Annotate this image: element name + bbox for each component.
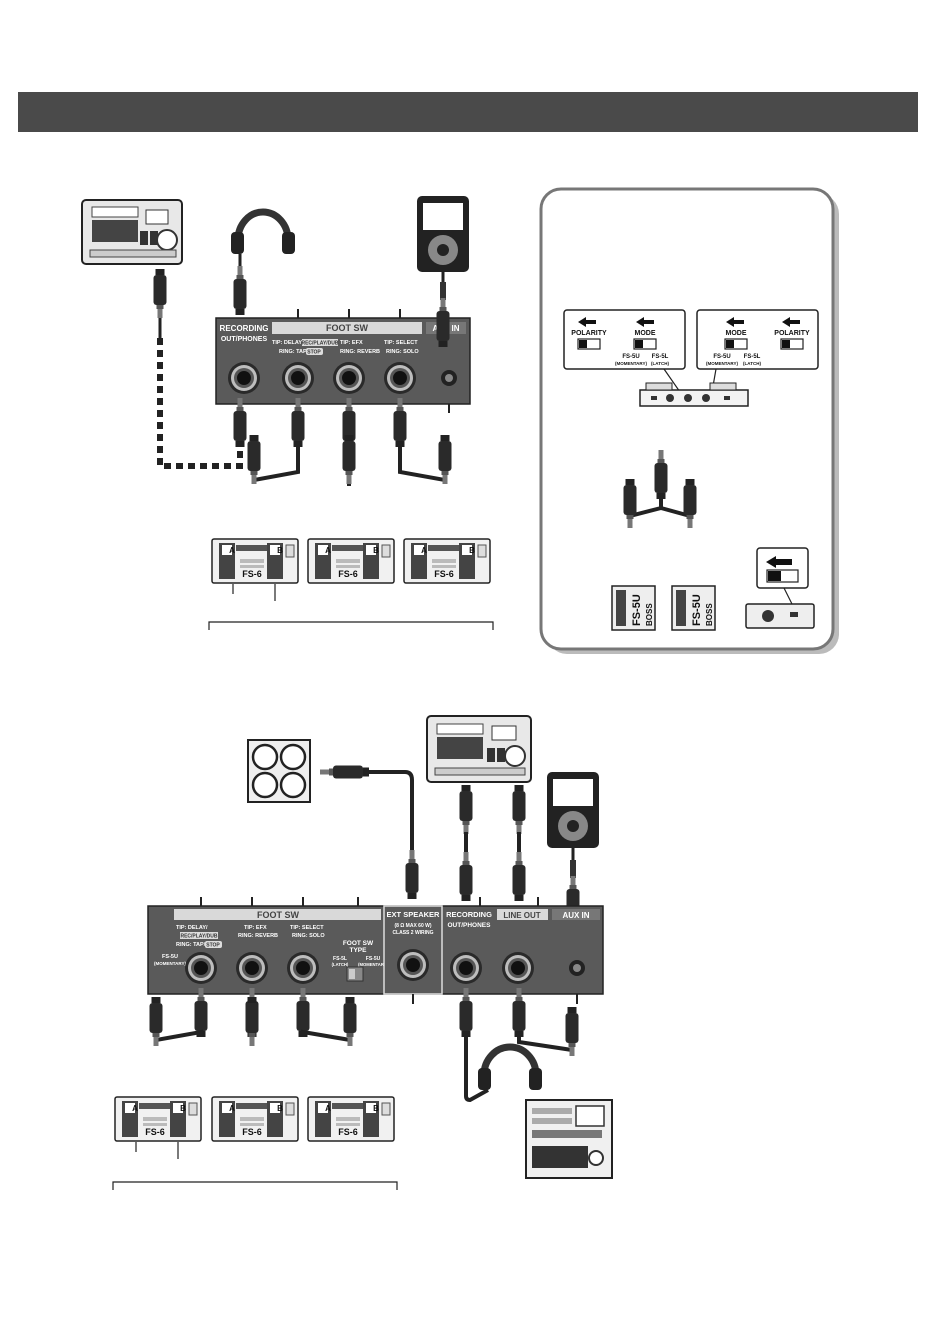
fs5u-sub-2: (MOMENTARY) bbox=[706, 361, 738, 366]
boss-logo-text: BOSS bbox=[645, 603, 654, 626]
headphones-icon bbox=[231, 208, 295, 254]
polarity-label-2: POLARITY bbox=[774, 330, 810, 337]
select-ring-label-b: RING: SOLO bbox=[292, 933, 325, 939]
delay-ring-box-b: STOP bbox=[206, 943, 220, 949]
bracket-top bbox=[208, 621, 494, 630]
fs6-model-label: FS-6 bbox=[242, 1127, 262, 1137]
ext-speaker-label: EXT SPEAKER bbox=[387, 910, 441, 919]
recorder-device-icon-bottom bbox=[426, 715, 532, 783]
fs5u-pedal-label: FS-5U bbox=[631, 594, 643, 626]
recorder-device-icon bbox=[81, 199, 183, 265]
foot-sw-type-1: FOOT SW bbox=[343, 940, 374, 947]
boss-logo-text: BOSS bbox=[705, 603, 714, 626]
fs6-model-label: FS-6 bbox=[338, 1127, 358, 1137]
media-player-icon-bottom bbox=[547, 772, 599, 848]
fs6-b-label: B bbox=[277, 546, 283, 555]
fs5u-label-1: FS-5U bbox=[622, 354, 639, 360]
fs6-model-label: FS-6 bbox=[242, 569, 262, 579]
fs5u-pedal-1: FS-5U BOSS bbox=[611, 585, 656, 631]
select-tip-label: TIP: SELECT bbox=[384, 340, 418, 346]
mode-label-1: MODE bbox=[635, 330, 656, 337]
fs5u-sub-b: (MOMENTARY) bbox=[154, 961, 186, 966]
fs6-b-label: B bbox=[180, 1104, 186, 1113]
recording-out-sub-bottom: OUT/PHONES bbox=[448, 922, 492, 929]
fs5l-sub-1: (LATCH) bbox=[651, 361, 669, 366]
fs5u-pedal-2: FS-5U BOSS bbox=[671, 585, 716, 631]
bottom-amp-panel: FOOT SW TIP: DELAY/ REC/PLAY/DUB RING: T… bbox=[147, 905, 604, 995]
fs5l-label-2: FS-5L bbox=[744, 354, 761, 360]
recording-out-label-top: RECORDING bbox=[220, 324, 269, 333]
delay-ring-label: RING: TAP/ bbox=[279, 349, 309, 355]
fs6-model-label: FS-6 bbox=[434, 569, 454, 579]
aux-in-label-bottom: AUX IN bbox=[562, 911, 589, 920]
fs6-a-label: A bbox=[325, 1104, 331, 1113]
mode-label-2: MODE bbox=[726, 330, 747, 337]
fs5l-label-1: FS-5L bbox=[652, 354, 669, 360]
headphones-icon-bottom bbox=[478, 1043, 542, 1090]
foot-sw-label-top: FOOT SW bbox=[326, 323, 368, 333]
foot-sw-label-bottom: FOOT SW bbox=[257, 910, 299, 920]
footswitch-top-1: A B FS-6 bbox=[211, 538, 299, 584]
delay-tip-label-b: TIP: DELAY/ bbox=[176, 925, 208, 931]
fs6-a-label: A bbox=[229, 546, 235, 555]
fs6-b-label: B bbox=[373, 1104, 379, 1113]
footswitch-top-3: A B FS-6 bbox=[403, 538, 491, 584]
polarity-label-1: POLARITY bbox=[571, 330, 607, 337]
fs6-a-label: A bbox=[325, 546, 331, 555]
fs6-b-label: B bbox=[277, 1104, 283, 1113]
efx-ring-label-b: RING: REVERB bbox=[238, 933, 278, 939]
fs5l-label-b: FS-5L bbox=[333, 956, 347, 962]
efx-tip-label: TIP: EFX bbox=[340, 340, 363, 346]
fs6-b-label: B bbox=[469, 546, 475, 555]
line-out-label: LINE OUT bbox=[503, 911, 540, 920]
speaker-cabinet-icon bbox=[247, 739, 311, 803]
top-amp-panel: RECORDING OUT/PHONES FOOT SW AUX IN TIP:… bbox=[215, 317, 471, 405]
media-player-icon bbox=[417, 196, 469, 272]
recording-cable-dashed bbox=[157, 338, 243, 469]
fs5u-pedal-label: FS-5U bbox=[691, 594, 703, 626]
section-header-bar bbox=[18, 92, 918, 132]
recording-out-sub-top: OUT/PHONES bbox=[221, 336, 268, 343]
delay-ring-label-b: RING: TAP/ bbox=[176, 942, 206, 948]
footswitch-bottom-1: A B FS-6 bbox=[114, 1096, 202, 1142]
recording-out-label-bottom: RECORDING bbox=[446, 910, 492, 919]
delay-ring-box: STOP bbox=[307, 350, 321, 356]
footswitch-bottom-2: A B FS-6 bbox=[211, 1096, 299, 1142]
fs5l-sub-2: (LATCH) bbox=[743, 361, 761, 366]
fs5u-sub-1: (MOMENTARY) bbox=[615, 361, 647, 366]
fs6-a-label: A bbox=[132, 1104, 138, 1113]
delay-tip-box: REC/PLAY/DUB bbox=[301, 341, 338, 347]
fs5u-r-label-b: FS-5U bbox=[366, 956, 381, 962]
select-ring-label: RING: SOLO bbox=[386, 349, 419, 355]
footswitch-settings-inset: POLARITY MODE MODE POLARITY FS-5U (MOMEN… bbox=[539, 187, 839, 654]
fs6-model-label: FS-6 bbox=[338, 569, 358, 579]
efx-tip-label-b: TIP: EFX bbox=[244, 925, 267, 931]
fs5u-r-sub-b: (MOMENTARY) bbox=[358, 962, 388, 967]
ext-speaker-sub1: (8 Ω MAX 60 W) bbox=[394, 923, 431, 929]
foot-sw-type-2: TYPE bbox=[350, 947, 368, 954]
footswitch-top-2: A B FS-6 bbox=[307, 538, 395, 584]
efx-ring-label: RING: REVERB bbox=[340, 349, 380, 355]
bracket-bottom bbox=[112, 1181, 398, 1190]
fs6-b-label: B bbox=[373, 546, 379, 555]
fs6-a-label: A bbox=[421, 546, 427, 555]
fs5l-sub-b: (LATCH) bbox=[332, 962, 349, 967]
footswitch-bottom-3: A B FS-6 bbox=[307, 1096, 395, 1142]
fs5u-label-b: FS-5U bbox=[162, 954, 178, 960]
fs5u-label-2: FS-5U bbox=[713, 354, 730, 360]
fs6-a-label: A bbox=[229, 1104, 235, 1113]
mixer-device-icon bbox=[525, 1099, 613, 1179]
fs6-model-label: FS-6 bbox=[145, 1127, 165, 1137]
select-tip-label-b: TIP: SELECT bbox=[290, 925, 324, 931]
delay-tip-label: TIP: DELAY/ bbox=[272, 340, 304, 346]
ext-speaker-sub2: CLASS 2 WIRING bbox=[392, 930, 433, 936]
delay-box-b: REC/PLAY/DUB bbox=[180, 934, 217, 940]
